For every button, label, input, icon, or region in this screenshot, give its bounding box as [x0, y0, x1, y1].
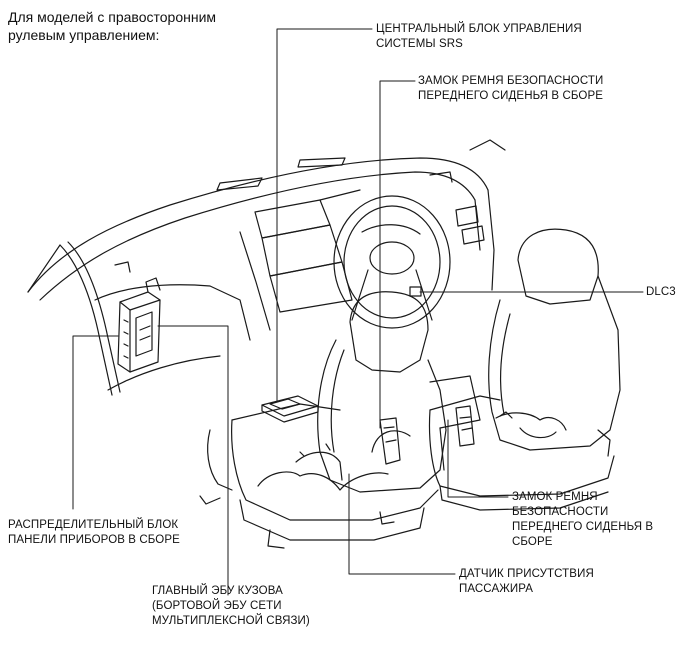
- label-front-seat-belt-buckle-upper: ЗАМОК РЕМНЯ БЕЗОПАСНОСТИ ПЕРЕДНЕГО СИДЕН…: [418, 75, 604, 102]
- airbag-sensor-assembly: [261, 395, 319, 423]
- leader-lines: [72, 28, 644, 596]
- front-seat-left: [207, 291, 447, 541]
- diagram-caption: Для моделей с правосторонним рулевым упр…: [8, 9, 217, 43]
- label-dlc3: DLC3: [646, 286, 676, 298]
- seat-belt-buckle-left: [379, 417, 401, 465]
- label-srs-center-unit: ЦЕНТРАЛЬНЫЙ БЛОК УПРАВЛЕНИЯ СИСТЕМЫ SRS: [376, 23, 582, 50]
- dlc3-connector: [409, 286, 422, 297]
- dashboard: [27, 139, 506, 396]
- label-instrument-panel-junction-block: РАСПРЕДЕЛИТЕЛЬНЫЙ БЛОК ПАНЕЛИ ПРИБОРОВ В…: [8, 519, 180, 546]
- label-front-seat-belt-buckle-lower: ЗАМОК РЕМНЯ БЕЗОПАСНОСТИ ПЕРЕДНЕГО СИДЕН…: [512, 491, 654, 548]
- label-occupant-sensor: ДАТЧИК ПРИСУТСТВИЯ ПАССАЖИРА: [459, 568, 594, 595]
- label-main-body-ecu: ГЛАВНЫЙ ЭБУ КУЗОВА (БОРТОВОЙ ЭБУ СЕТИ МУ…: [152, 585, 310, 627]
- seat-belt-buckle-right: [455, 405, 475, 447]
- floor-console: [199, 375, 611, 549]
- instrument-panel-junction-block: [117, 277, 161, 373]
- front-seat-right: [428, 228, 621, 511]
